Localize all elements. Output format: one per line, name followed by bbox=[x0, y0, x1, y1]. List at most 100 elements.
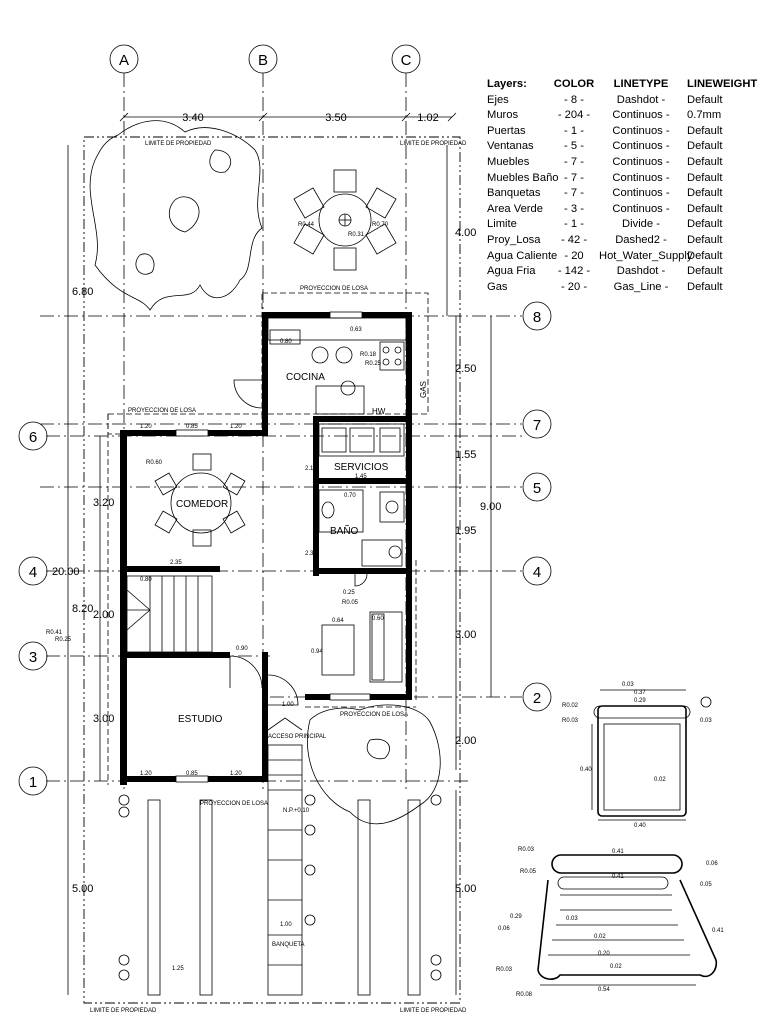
axis-label-b: B bbox=[258, 52, 268, 69]
living-dim-060: 0.60 bbox=[372, 616, 384, 622]
layer-row: Banquetas- 7 -Continuos -Default bbox=[487, 186, 763, 202]
dim-right-250: 2.50 bbox=[455, 363, 476, 375]
layer-name: Ventanas bbox=[487, 140, 534, 153]
walkway: BANQUETA 1.00 1.25 bbox=[172, 744, 305, 996]
win-dim-2: 0.85 bbox=[186, 424, 198, 430]
table-detail-dim-1: 0.03 bbox=[622, 682, 634, 688]
layers-header-linetype: LINETYPE bbox=[613, 78, 669, 90]
layer-name: Muebles bbox=[487, 155, 530, 168]
chair-detail-dim-7: 0.29 bbox=[510, 914, 522, 920]
dining-radius: R0.60 bbox=[146, 460, 163, 466]
layer-row: Proy_Losa- 42 -Dashed2 -Default bbox=[487, 233, 763, 249]
layer-name: Ejes bbox=[487, 93, 509, 106]
layer-linetype: Continuos - bbox=[612, 124, 670, 137]
axis-label-1: 1 bbox=[29, 774, 37, 791]
layer-lineweight: Default bbox=[687, 187, 723, 200]
table-detail-dim-2: 0.37 bbox=[634, 690, 646, 696]
dim-right-195: 1.95 bbox=[455, 525, 476, 537]
entrance-dim-100: 1.00 bbox=[282, 702, 294, 708]
table-detail-dim-3: 0.29 bbox=[634, 698, 646, 704]
top-dimensions: 3.40 3.50 1.02 bbox=[119, 112, 457, 124]
tree-leaf-icon-3 bbox=[135, 253, 155, 275]
table-detail-dim-5: R0.03 bbox=[562, 718, 579, 724]
staircase: 0.80 bbox=[126, 575, 213, 653]
column-axes: A B C bbox=[109, 44, 421, 790]
table-detail-dim-6: 0.40 bbox=[580, 767, 592, 773]
layer-color: - 3 - bbox=[564, 202, 584, 215]
layer-row: Limite- 1 -Divide -Default bbox=[487, 217, 763, 233]
layer-color: - 1 - bbox=[564, 124, 584, 137]
proyeccion-label-top: PROYECCION DE LOSA bbox=[300, 286, 368, 292]
tree-bottom bbox=[307, 704, 441, 825]
layers-legend: Layers: COLOR LINETYPE LINEWEIGHT Ejes- … bbox=[487, 77, 763, 295]
layer-lineweight: Default bbox=[687, 265, 723, 278]
layer-color: - 42 - bbox=[560, 233, 588, 246]
walls bbox=[120, 311, 412, 785]
hw-label: HW bbox=[372, 407, 386, 416]
gas-label: GAS bbox=[419, 381, 428, 398]
dim-left-820: 8.20 bbox=[72, 603, 93, 615]
servicios-fixtures: SERVICIOS 1.45 2.15 bbox=[305, 423, 405, 480]
kitchen-dim-r025: R0.25 bbox=[365, 361, 382, 367]
axis-label-5: 5 bbox=[533, 480, 541, 497]
win-dim-6: 1.20 bbox=[230, 771, 242, 777]
dim-left-500: 5.00 bbox=[72, 883, 93, 895]
chair-detail-dim-1: R0.03 bbox=[518, 847, 535, 853]
chair-detail-dim-6: 0.05 bbox=[700, 882, 712, 888]
win-dim-1: 1.20 bbox=[140, 424, 152, 430]
chair-detail: R0.03 0.41 R0.05 0.41 0.06 0.05 0.29 0.0… bbox=[496, 847, 724, 998]
dining-set: COMEDOR R0.60 2.35 bbox=[146, 453, 246, 566]
table-radius-3: R0.31 bbox=[348, 232, 365, 238]
right-dimensions: 4.00 2.50 1.55 1.95 3.00 2.00 5.00 9.00 bbox=[446, 145, 501, 995]
banqueta-label: BANQUETA bbox=[272, 942, 305, 948]
table-detail-dim-4: R0.02 bbox=[562, 703, 579, 709]
layer-color: - 5 - bbox=[564, 140, 584, 153]
shrubs bbox=[118, 794, 442, 981]
dim-right-200: 2.00 bbox=[455, 735, 476, 747]
dim-left-2000: 20.00 bbox=[52, 566, 80, 578]
layer-linetype: Dashed2 - bbox=[615, 233, 667, 246]
layers-header-lineweight: LINEWEIGHT bbox=[687, 78, 758, 90]
dim-right-300: 3.00 bbox=[455, 629, 476, 641]
layer-row: Puertas- 1 -Continuos -Default bbox=[487, 124, 763, 140]
dim-right-155: 1.55 bbox=[455, 449, 476, 461]
window-dims: 1.20 0.85 1.20 1.20 0.85 1.20 bbox=[140, 424, 242, 777]
layer-name: Agua Fria bbox=[487, 265, 536, 278]
layer-name: Agua Caliente bbox=[487, 249, 558, 262]
layer-linetype: Divide - bbox=[622, 218, 660, 231]
stair-dim: 0.80 bbox=[140, 577, 152, 583]
chair-detail-dim-5: 0.06 bbox=[706, 861, 718, 867]
servicios-dim-070: 2.15 bbox=[305, 466, 317, 472]
layer-name: Muros bbox=[487, 109, 519, 122]
dim-top-1: 3.40 bbox=[182, 112, 203, 124]
living-dim-r005: R0.05 bbox=[342, 600, 359, 606]
layer-color: - 142 - bbox=[557, 265, 591, 278]
proyeccion-label-estudio: PROYECCION DE LOSA bbox=[200, 801, 268, 807]
layer-lineweight: 0.7mm bbox=[687, 109, 722, 122]
entrance: ACCESO PRINCIPAL N.P.+0.10 1.00 bbox=[267, 702, 327, 814]
layer-color: - 1 - bbox=[564, 218, 584, 231]
layer-linetype: Continuos - bbox=[612, 202, 670, 215]
layer-row: Ventanas- 5 -Continuos -Default bbox=[487, 139, 763, 155]
kitchen-dim-080: 0.80 bbox=[280, 339, 292, 345]
layer-linetype: Gas_Line - bbox=[613, 280, 669, 293]
limit-label-top-left: LIMITE DE PROPIEDAD bbox=[145, 141, 212, 147]
layer-linetype: Continuos - bbox=[612, 171, 670, 184]
dim-top-2: 3.50 bbox=[325, 112, 346, 124]
layers-header-color: COLOR bbox=[553, 78, 595, 90]
axis-label-a: A bbox=[119, 52, 129, 69]
walkway-dim-100: 1.00 bbox=[280, 922, 292, 928]
kitchen-dim-063: 0.63 bbox=[350, 327, 362, 333]
parking-strips bbox=[147, 799, 421, 996]
kitchen-fixtures: COCINA HW GAS 0.63 0.80 R0.18 R0.25 bbox=[267, 317, 428, 416]
property-limit: LIMITE DE PROPIEDAD LIMITE DE PROPIEDAD … bbox=[83, 136, 467, 1014]
layer-name: Area Verde bbox=[487, 202, 543, 215]
chair-detail-dim-9: 0.03 bbox=[566, 916, 578, 922]
limit-label-bottom-left: LIMITE DE PROPIEDAD bbox=[90, 1008, 157, 1014]
layer-lineweight: Default bbox=[687, 233, 723, 246]
layer-name: Muebles Baño bbox=[487, 171, 559, 184]
dim-left-r041: R0.41 bbox=[46, 630, 63, 636]
layer-name: Banquetas bbox=[487, 187, 541, 200]
layer-color: - 20 bbox=[564, 249, 584, 262]
